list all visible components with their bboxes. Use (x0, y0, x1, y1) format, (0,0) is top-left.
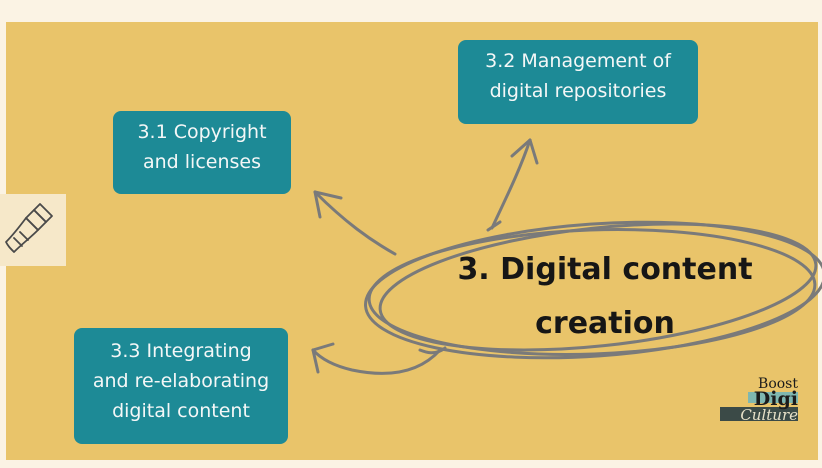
logo-bar-light (748, 392, 798, 403)
center-ellipse (364, 220, 822, 360)
node-copyright-licenses: 3.1 Copyright and licenses (113, 111, 291, 194)
node-integrating-line3: digital content (112, 400, 250, 422)
node-copyright-line2: and licenses (142, 151, 261, 173)
center-title-line1: 3. Digital content (457, 252, 753, 287)
arrow-to-repositories (486, 138, 539, 232)
logo-culture: Culture (740, 406, 798, 424)
arrow-to-integrating (311, 342, 447, 375)
node-management-line1: 3.2 Management of (485, 50, 671, 72)
paintbrush-icon (5, 203, 53, 253)
paintbrush-icon-panel (0, 194, 66, 266)
node-copyright-line1: 3.1 Copyright (137, 121, 267, 143)
node-management-line2: digital repositories (489, 80, 667, 102)
node-integrating-line2: and re-elaborating (92, 370, 270, 392)
node-management-repositories: 3.2 Management of digital repositories (458, 40, 698, 124)
logo-digi: Digi (753, 388, 798, 410)
boost-digi-culture-logo: Boost Digi Culture (720, 376, 798, 438)
arrow-to-copyright (313, 190, 397, 256)
logo-boost: Boost (758, 376, 798, 392)
node-integrating-content: 3.3 Integrating and re-elaborating digit… (74, 328, 288, 444)
center-title-line2: creation (535, 306, 675, 341)
logo-bar-dark (720, 407, 798, 421)
center-title: 3. Digital content creation (400, 243, 810, 351)
node-integrating-line1: 3.3 Integrating (110, 340, 252, 362)
